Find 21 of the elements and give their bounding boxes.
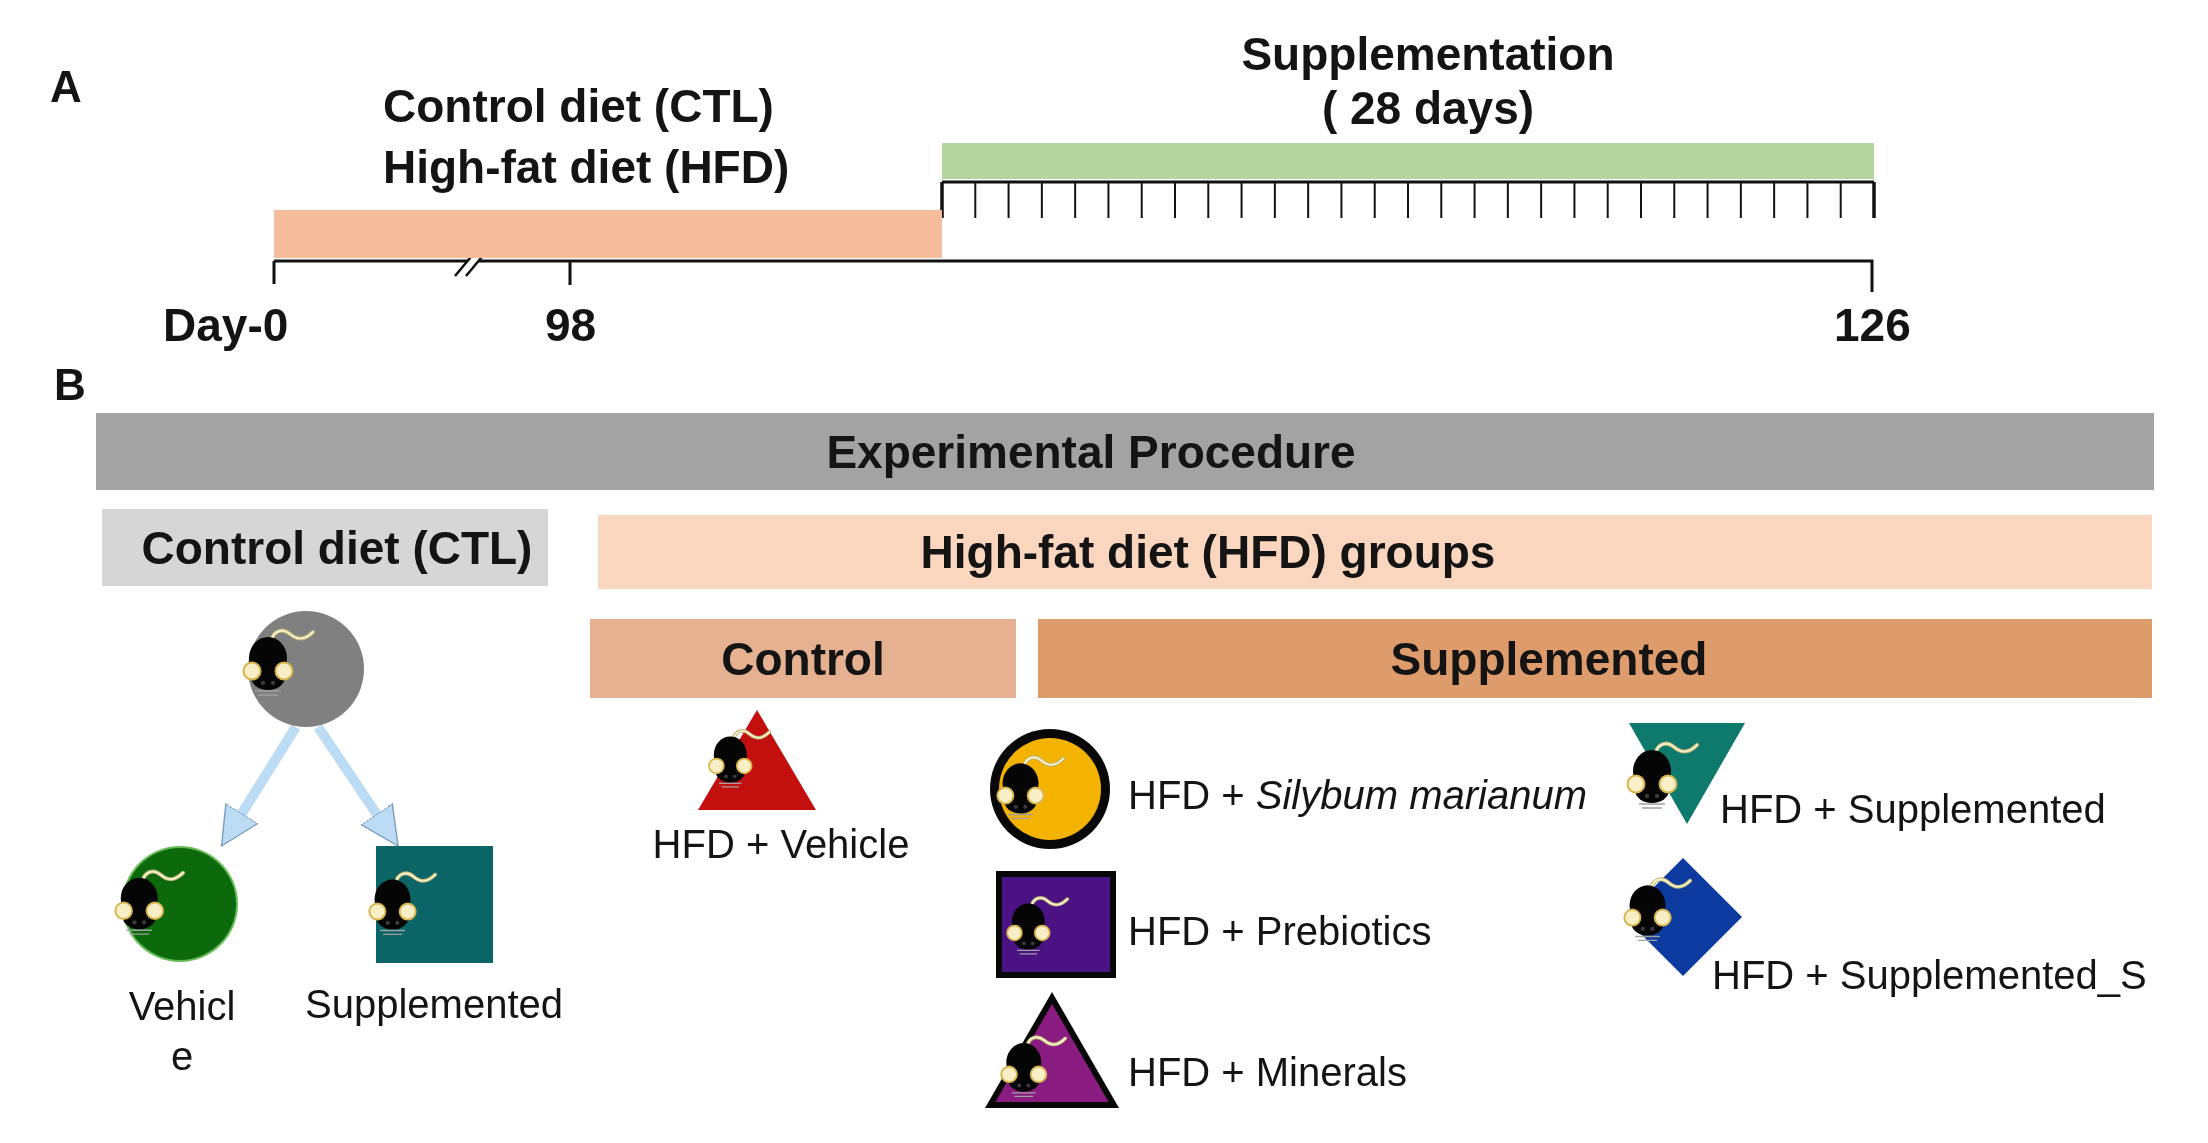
group-label: HFD + Silybum marianum xyxy=(1128,772,1588,819)
panel-letter: B xyxy=(54,359,86,411)
group-label: HFD + Supplemented xyxy=(1720,786,2107,833)
section-header: High-fat diet (HFD) groups xyxy=(598,515,2152,589)
panel-letter: A xyxy=(50,61,82,113)
section-header: Control xyxy=(590,619,1016,698)
group-label: Vehicle xyxy=(127,983,237,1080)
phase-label: Control diet (CTL) xyxy=(383,79,775,134)
phase-label: High-fat diet (HFD) xyxy=(383,140,791,195)
group-label: HFD + Supplemented_S xyxy=(1712,952,2148,999)
section-header: Control diet (CTL) xyxy=(102,509,548,586)
group-label: Supplemented xyxy=(304,981,564,1028)
axis-tick-label: 98 xyxy=(545,298,597,352)
section-header: Experimental Procedure xyxy=(96,413,2154,490)
phase-label: Supplementation ( 28 days) xyxy=(1240,27,1616,135)
section-header: Supplemented xyxy=(1038,619,2152,698)
axis-tick-label: 126 xyxy=(1834,298,1911,352)
group-label: HFD + Vehicle xyxy=(651,821,911,868)
group-label: HFD + Minerals xyxy=(1128,1049,1408,1096)
group-label: HFD + Prebiotics xyxy=(1128,908,1433,955)
axis-tick-label: Day-0 xyxy=(163,298,289,352)
